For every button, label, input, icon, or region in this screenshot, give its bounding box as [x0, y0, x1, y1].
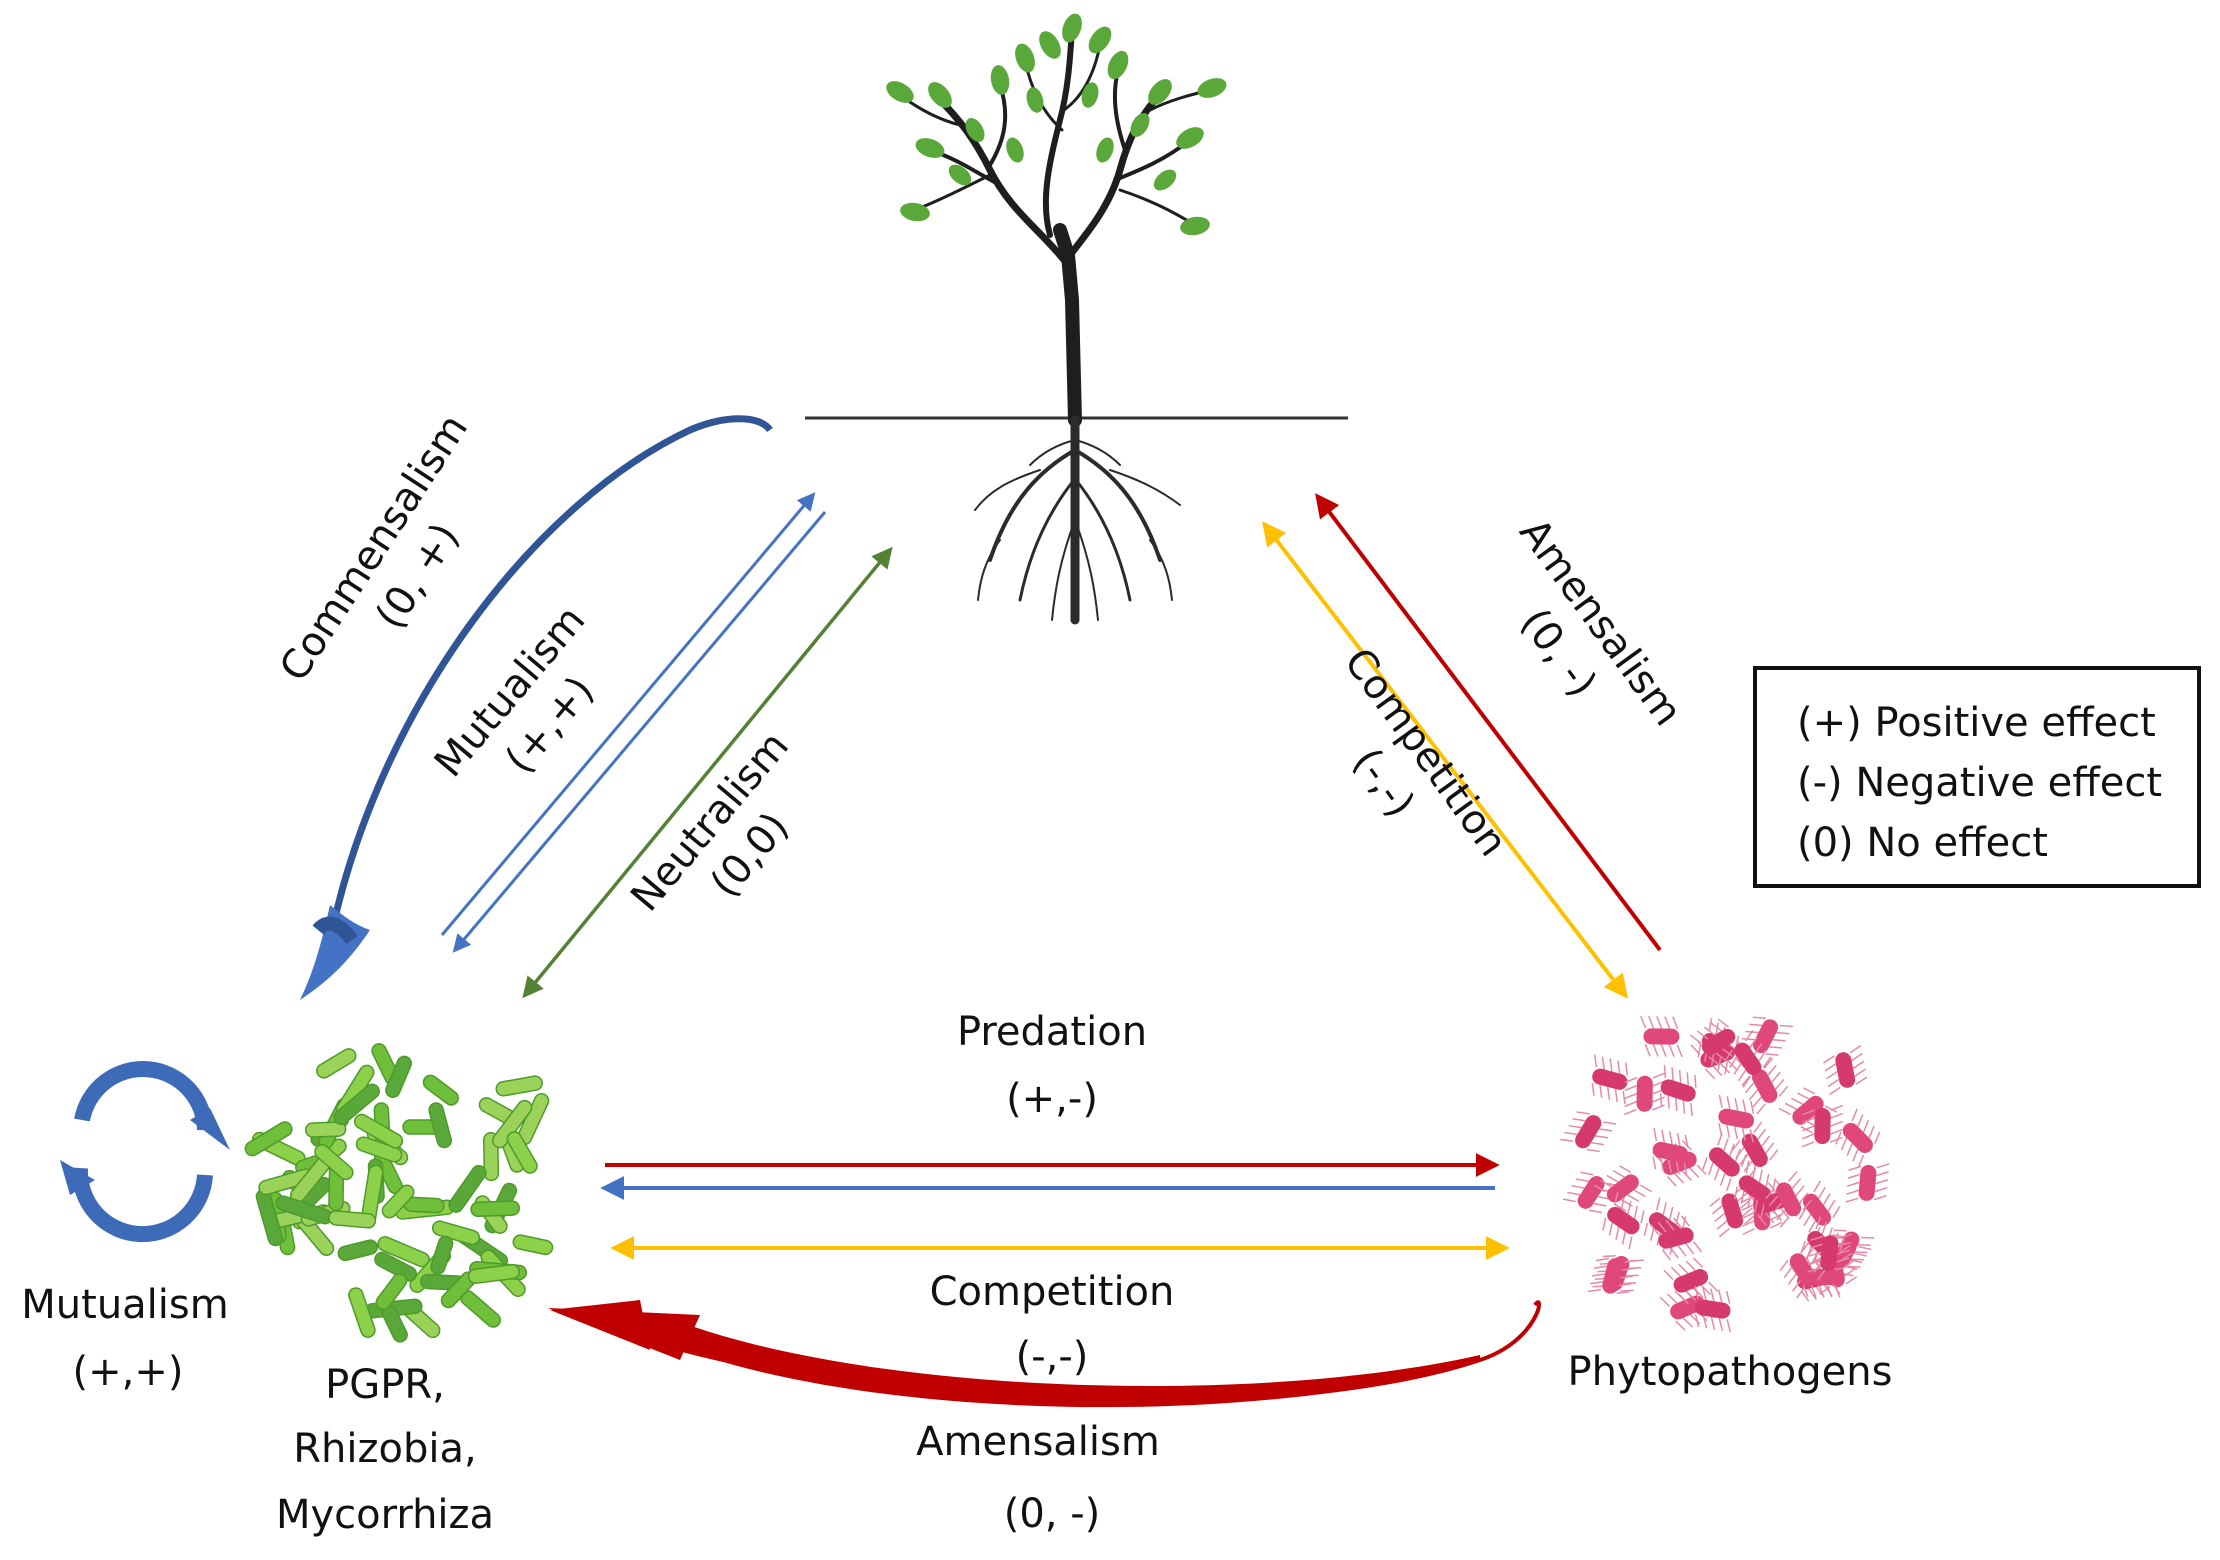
rod-bacterium: [244, 1121, 293, 1157]
rod-bacterium: [428, 1102, 453, 1149]
flagellated-bacterium: [1560, 1111, 1617, 1153]
rod-bacterium: [348, 1287, 376, 1338]
beneficial-name-3: Mycorrhiza: [276, 1492, 494, 1538]
flagellated-bacterium: [1709, 1184, 1756, 1238]
rod-bacterium: [375, 1273, 408, 1311]
rod-bacterium: [467, 1263, 520, 1284]
flagellated-bacteria-cluster-icon: [1560, 1015, 1890, 1333]
flagellated-bacterium: [1741, 1057, 1789, 1115]
amensalism-microbes-label: Amensalism: [916, 1419, 1160, 1465]
flagellated-bacterium: [1659, 1064, 1697, 1117]
neutralism-arrow: [522, 546, 893, 999]
flagellated-bacterium: [1765, 1171, 1812, 1228]
rod-bacterium: [430, 1235, 454, 1275]
mutualism-self-label: Mutualism: [21, 1282, 228, 1328]
flagellated-bacterium: [1724, 1029, 1772, 1088]
flagellated-bacterium: [1718, 1094, 1755, 1143]
competition-microbes-label: Competition: [930, 1269, 1175, 1315]
competition-microbes-effect: (-,-): [1016, 1334, 1089, 1380]
predation-effect: (+,-): [1006, 1076, 1098, 1122]
rod-bacterium: [316, 1048, 357, 1079]
rod-bacterium: [422, 1074, 459, 1106]
flagellated-bacterium: [1624, 1072, 1666, 1116]
rod-bacterium: [374, 1251, 418, 1282]
rod-bacteria-cluster-icon: [244, 1043, 554, 1343]
rod-bacterium: [506, 1131, 538, 1174]
predation-label: Predation: [957, 1009, 1147, 1055]
rod-bacterium: [448, 1164, 487, 1213]
flagellated-bacterium: [1640, 1015, 1683, 1058]
flagellated-bacterium: [1845, 1163, 1890, 1203]
competition-plant-arrow: [1262, 521, 1628, 999]
amensalism-microbes-effect: (0, -): [1004, 1491, 1101, 1537]
commensalism-arrow: [300, 415, 773, 1000]
rod-bacterium: [431, 1220, 481, 1246]
beneficial-name-1: PGPR,: [325, 1362, 445, 1408]
rod-bacterium: [495, 1075, 543, 1097]
flagellated-bacterium: [1801, 1104, 1844, 1148]
rod-bacterium: [355, 1136, 403, 1163]
rod-bacterium: [381, 1184, 415, 1219]
mutualism-self-effect: (+,+): [73, 1349, 184, 1395]
rod-bacterium: [470, 1200, 521, 1218]
legend-none: (0) No effect: [1797, 820, 2048, 866]
flagellated-bacterium: [1835, 1108, 1881, 1168]
legend: (+) Positive effect (-) Negative effect …: [1753, 666, 2201, 888]
flagellated-bacterium: [1649, 1215, 1703, 1261]
flagellated-bacterium: [1807, 1233, 1852, 1273]
flagellated-bacterium: [1823, 1044, 1868, 1096]
amensalism-plant-arrow: [1315, 493, 1662, 952]
rod-bacterium: [328, 1210, 377, 1229]
legend-positive: (+) Positive effect: [1797, 700, 2156, 746]
rod-bacterium: [512, 1234, 554, 1256]
rod-bacterium: [314, 1143, 354, 1181]
rod-bacterium: [385, 1055, 412, 1098]
flagellated-bacterium: [1602, 1191, 1645, 1250]
rod-bacterium: [353, 1113, 404, 1149]
flagellated-bacterium: [1652, 1127, 1689, 1177]
rod-bacterium: [491, 1099, 533, 1149]
flagellated-bacterium: [1779, 1241, 1827, 1299]
amensalism-microbes-arrow: [548, 1300, 1542, 1408]
rod-bacterium: [304, 1121, 347, 1138]
flagellated-bacterium: [1694, 1285, 1731, 1333]
rod-bacterium: [333, 1083, 380, 1126]
flagellated-bacterium: [1702, 1132, 1747, 1192]
beneficial-name-2: Rhizobia,: [293, 1426, 476, 1472]
pathogens-label: Phytopathogens: [1568, 1349, 1893, 1395]
flagellated-bacterium: [1731, 1121, 1779, 1179]
flagellated-bacterium: [1588, 1257, 1638, 1295]
legend-negative: (-) Negative effect: [1797, 760, 2163, 806]
cycle-arrows-icon: [60, 1061, 230, 1243]
tree-icon: [805, 13, 1348, 625]
flagellated-bacterium: [1663, 1257, 1719, 1304]
flagellated-bacterium: [1591, 1054, 1629, 1105]
rod-bacterium: [337, 1239, 379, 1262]
